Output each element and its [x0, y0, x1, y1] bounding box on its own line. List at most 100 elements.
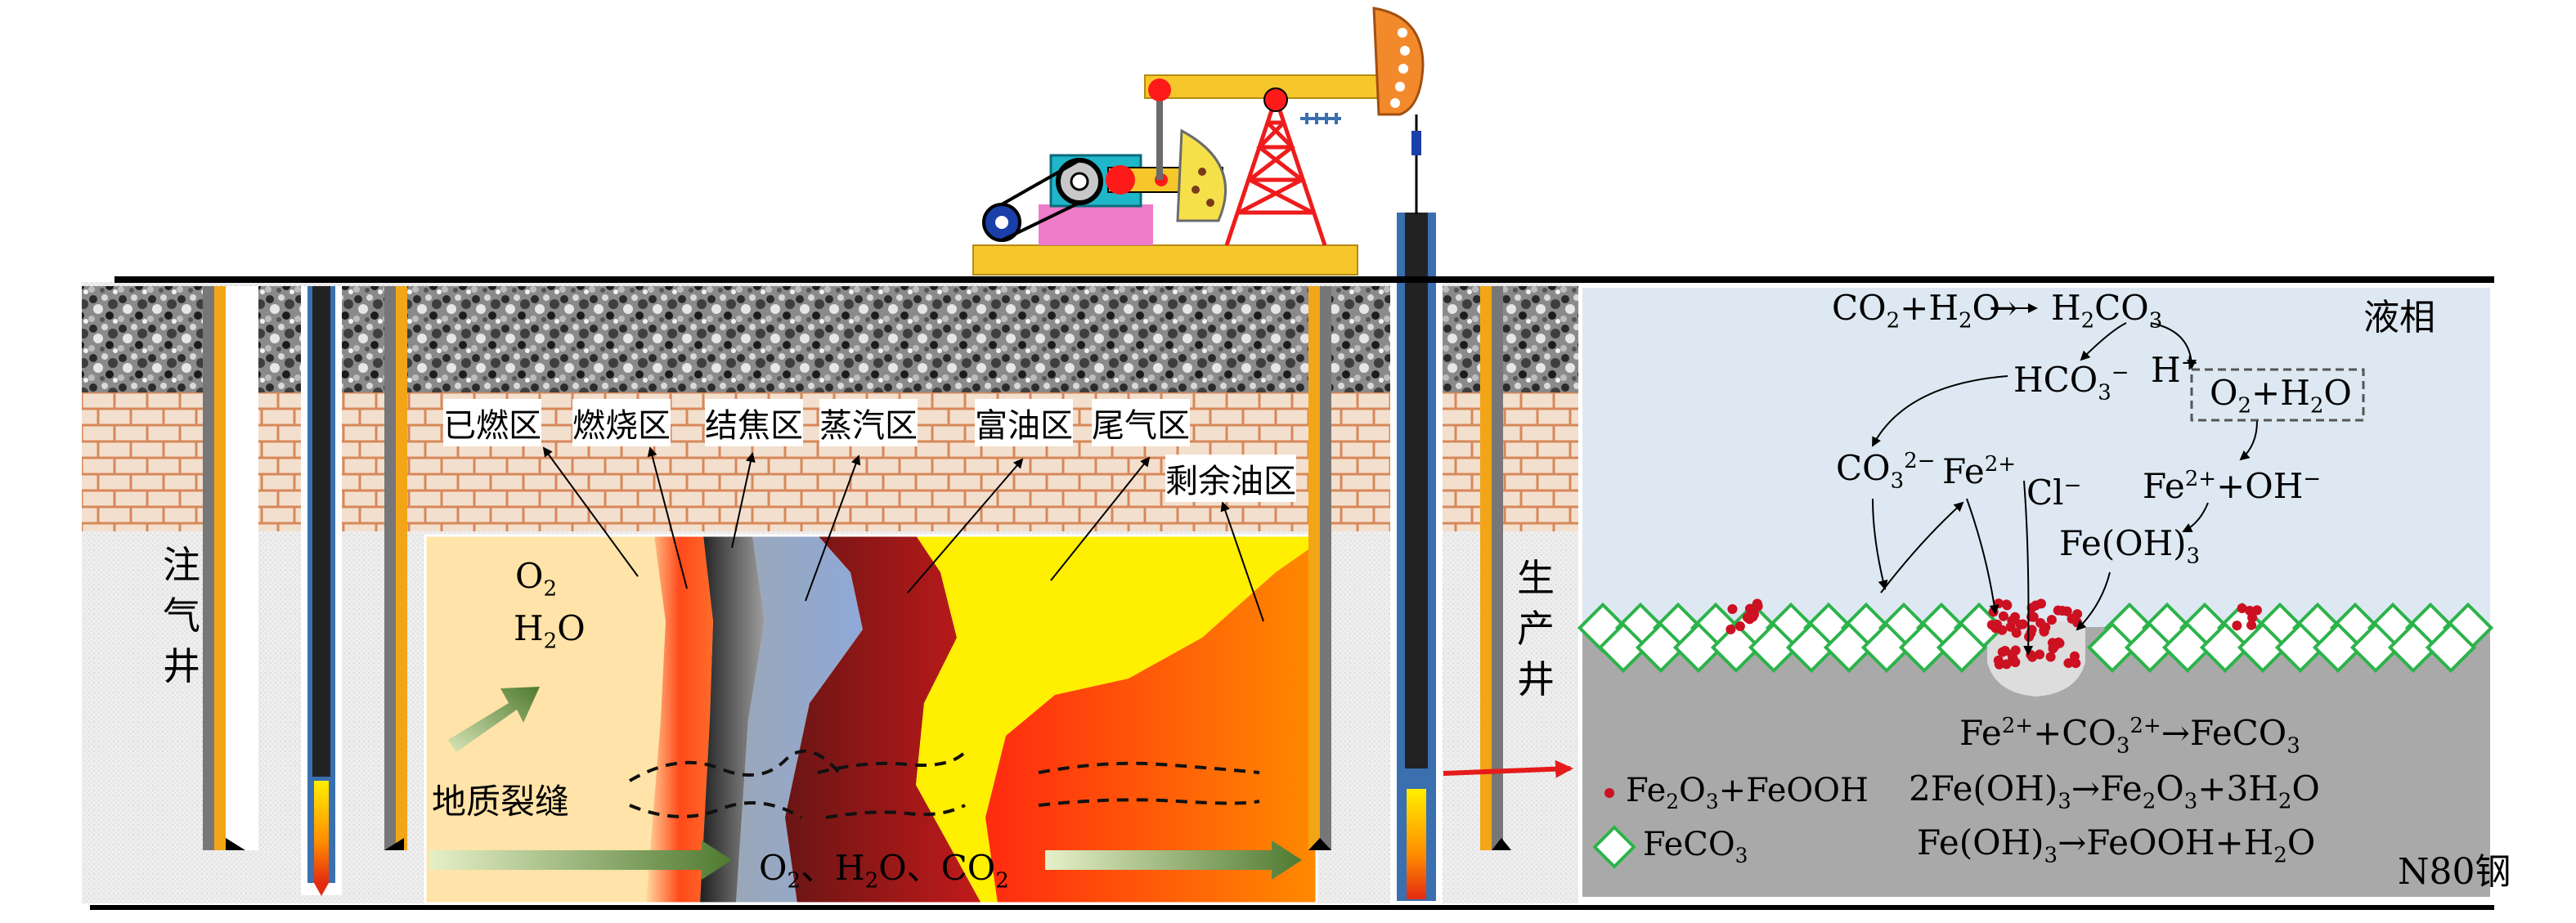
feco3-crystal	[1672, 621, 1725, 674]
deposit-dot	[1988, 607, 1999, 617]
chem-sup: 2+	[2129, 714, 2161, 738]
chem-sub: 2	[864, 868, 879, 894]
chem-text: +OH	[2216, 466, 2304, 506]
chem-sub: 3	[2186, 544, 2201, 569]
deposit-dot	[2247, 612, 2258, 623]
deposit-dot	[2026, 625, 2037, 635]
chem-text: HCO	[2013, 360, 2098, 400]
deposit-dot	[2015, 620, 2026, 630]
zone-tail-gas-label: 尾气区	[1092, 399, 1190, 446]
chem-text: O	[515, 556, 544, 596]
residual-oil-zone	[985, 544, 1317, 903]
feco3-crystal	[2425, 621, 2477, 674]
chem-text: Fe	[1942, 451, 1985, 491]
injection-well-label: 注 气 井	[157, 540, 206, 692]
deposit-dot	[2028, 612, 2039, 622]
chem-sup: 2+	[2184, 467, 2217, 491]
feco3-crystal	[1898, 621, 1950, 674]
cl-label: Cl−	[2026, 473, 2081, 513]
chem-text: 、H	[801, 848, 865, 888]
deposit-dot	[1727, 603, 1738, 614]
deposit-dot	[1997, 647, 2008, 657]
feco3-crystal	[2312, 621, 2364, 674]
equation-fe2o3: 2Fe(OH)3→Fe2O3+3H2O	[1909, 768, 2320, 813]
h-plus-label: H+	[2151, 350, 2198, 390]
production-heater	[1407, 789, 1426, 899]
feco3-crystal	[1823, 621, 1875, 674]
deposit-dot	[1752, 601, 1763, 612]
chem-sub: 3	[1735, 844, 1748, 867]
combustion-zone	[646, 535, 713, 903]
injection-well	[203, 286, 407, 896]
geological-fractures	[628, 749, 1260, 819]
chem-text: +3H	[2197, 768, 2278, 809]
steam-zone	[736, 535, 863, 903]
deposit-dot	[1726, 624, 1736, 634]
chem-text: O	[1972, 288, 2000, 328]
chem-text: Fe	[2143, 466, 2185, 506]
deposit-dot	[2007, 616, 2017, 626]
chem-text: +H	[2251, 373, 2310, 413]
chem-text: CO	[1832, 288, 1887, 328]
chem-text: O	[759, 848, 788, 888]
chem-sub: 2	[787, 868, 801, 894]
bottom-flow-arrow-left	[429, 840, 732, 880]
chem-sub: 2	[543, 629, 558, 654]
o2-h2o-label: O2+H2O	[2210, 373, 2352, 418]
chem-text: O	[557, 608, 586, 648]
feco3-crystal	[1785, 621, 1838, 674]
corrosion-detail-panel	[1577, 288, 2494, 897]
chem-sup: 2+	[1984, 452, 2017, 477]
to-detail-arrow	[1443, 759, 1573, 778]
zone-pointer-lines	[542, 446, 1264, 622]
bottom-flow-arrow-right	[1045, 840, 1302, 880]
chem-sub: 2	[2237, 393, 2251, 419]
feco3-crystal	[1635, 621, 1687, 674]
zone-combustion-label: 燃烧区	[572, 399, 671, 446]
chem-text: →FeCO	[2161, 713, 2287, 753]
legend-feco3: FeCO3	[1592, 825, 1748, 869]
injection-well-char: 注	[163, 543, 200, 587]
deposit-dot	[1992, 619, 2003, 630]
chem-sub: 3	[2287, 733, 2300, 759]
deposit-dot	[2010, 657, 2021, 668]
zone-coking-label: 结焦区	[705, 399, 803, 446]
equation-feooh: Fe(OH)3→FeOOH+H2O	[1917, 822, 2315, 867]
chem-text: FeCO	[1643, 826, 1735, 863]
chem-sub: 3	[2183, 789, 2198, 814]
chem-sub: 3	[2116, 733, 2130, 759]
chem-text: →Fe	[2071, 768, 2143, 809]
zone-burned-label: 已燃区	[443, 399, 541, 446]
tail-gas-zone	[916, 535, 1317, 903]
feco3-crystal	[2274, 621, 2327, 674]
feco3-crystal	[1597, 621, 1649, 674]
chem-text: CO	[1836, 448, 1891, 488]
chem-text: +H	[1900, 288, 1959, 328]
feco3-crystal	[2124, 621, 2176, 674]
hco3-label: HCO3−	[2013, 360, 2129, 405]
production-well-char: 生	[1517, 556, 1555, 600]
zone-steam-label: 蒸汽区	[819, 399, 918, 446]
pump-jack	[972, 7, 1425, 276]
feco3-crystal	[1748, 621, 1800, 674]
h2o-label: H2O	[514, 608, 586, 653]
chem-sub: 2	[1958, 308, 1972, 334]
green-diamond-icon	[1592, 825, 1636, 869]
rich-oil-zone	[785, 535, 981, 903]
deposit-dot	[2237, 603, 2247, 614]
chem-text: Cl	[2026, 473, 2064, 513]
chem-text: +FeOOH	[1718, 772, 1869, 809]
production-well-char: 井	[1517, 657, 1555, 701]
deposit-dot	[1998, 611, 2008, 621]
feco3-crystal	[2086, 621, 2138, 674]
liquid-phase-label: 液相	[2363, 297, 2435, 338]
chem-sub: 2	[543, 576, 557, 602]
chem-sup: 2−	[1904, 449, 1936, 473]
chem-sub: 3	[2098, 380, 2112, 405]
chem-sub: 3	[2058, 789, 2071, 814]
chem-text: Fe	[1626, 772, 1667, 809]
chem-sub: 2	[1886, 308, 1901, 334]
deposit-dot	[2057, 606, 2067, 616]
